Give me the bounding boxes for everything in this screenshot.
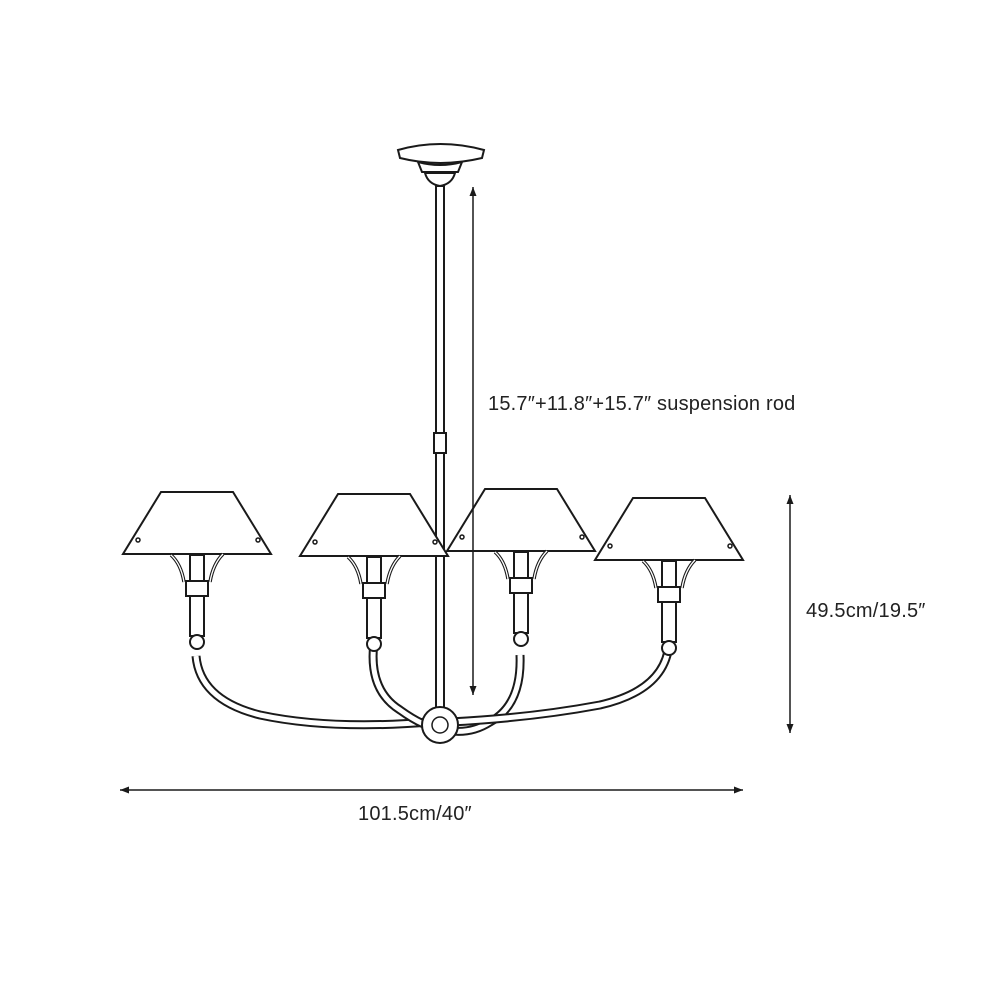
rod-dimension-label: 15.7″+11.8″+15.7″ suspension rod [488,393,796,415]
width-dimension-label: 101.5cm/40″ [358,803,472,825]
suspension-rod [421,185,459,744]
lamp-3 [445,487,597,648]
lamp-1 [121,490,273,651]
lamp-2 [298,492,450,653]
chandelier-arms [191,641,674,736]
lamp-4 [593,496,745,657]
ceiling-canopy [396,143,486,188]
height-dimension-label: 49.5cm/19.5″ [806,600,926,622]
